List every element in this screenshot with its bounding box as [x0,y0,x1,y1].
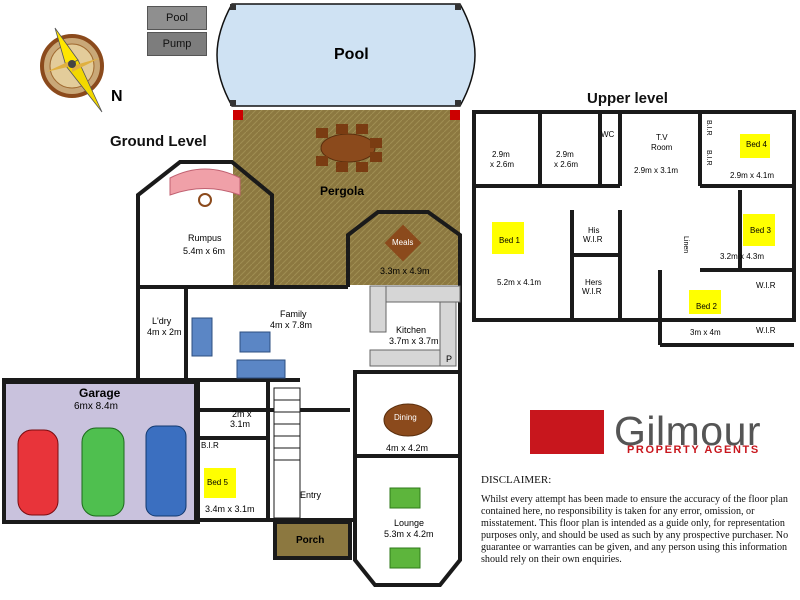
compass-north-label: N [111,88,123,105]
tv-room-name-line2: Room [651,143,673,152]
pump-equipment-box: Pump [147,32,207,56]
disclaimer-title: DISCLAIMER: [481,474,552,486]
pool-equipment-box: Pool [147,6,207,30]
wir-b-label: W.I.R [756,326,776,335]
garage-name: Garage [79,386,121,400]
compass-rose-icon [40,27,104,113]
bath-size-line1: 2m x [232,409,252,419]
pantry-label: P [446,354,453,364]
kitchen-name: Kitchen [396,325,427,335]
ensuite-size-line1: 2.9m [492,150,510,159]
tv-room-size: 2.9m x 3.1m [634,166,679,175]
ensuite-size-line2: x 2.6m [490,160,515,169]
kitchen-size: 3.7m x 3.7m [389,336,439,346]
bed2-size: 3m x 4m [690,328,721,337]
gilmour-logo-text: Gilmour [614,408,762,454]
bed1-name: Bed 1 [499,236,520,245]
wir-a-label: W.I.R [756,281,776,290]
rumpus-size: 5.4m x 6m [183,246,226,256]
meals-name: Meals [392,238,414,247]
bed1-size: 5.2m x 4.1m [497,278,542,287]
lounge-size: 5.3m x 4.2m [384,529,434,539]
bath2-size-line1: 2.9m [556,150,574,159]
garage-size: 6mx 8.4m [74,401,118,412]
bed3-size: 3.2m x 4.3m [720,252,765,261]
gilmour-tagline: PROPERTY AGENTS [627,444,760,456]
family-name: Family [280,309,307,319]
tv-room-name-line1: T.V [656,133,668,142]
family-size: 4m x 7.8m [270,320,313,330]
dining-table-icon [383,403,433,437]
meals-table-icon [384,224,422,262]
ground-level-title: Ground Level [110,133,207,150]
entry-label: Entry [300,490,322,500]
bath-size-line2: 3.1m [230,419,251,429]
bir-label: B.I.R [201,441,219,450]
meals-size: 3.3m x 4.9m [380,266,430,276]
bed4-name: Bed 4 [746,140,767,149]
rumpus-lounge-icon [169,168,241,207]
laundry-size: 4m x 2m [147,327,182,337]
dining-name: Dining [394,413,417,422]
bed2-name: Bed 2 [696,302,717,311]
linen-label: Linen [682,236,689,254]
porch-floor [277,524,348,556]
car-blue-icon [145,425,187,517]
outdoor-dining-table-icon [316,124,382,172]
bed4-size: 2.9m x 4.1m [730,171,775,180]
pool-label: Pool [334,46,369,63]
ground-stairs [273,387,301,519]
disclaimer-text: Whilst every attempt has been made to en… [481,494,789,565]
gilmour-logo-mark [530,410,604,454]
pergola-label: Pergola [320,184,365,198]
bed5-name: Bed 5 [207,478,228,487]
hers-wir-line2: W.I.R [582,287,602,296]
bir-b-label: B.I.R [705,150,712,166]
bed3-name: Bed 3 [750,226,771,235]
car-red-icon [17,429,59,516]
his-wir-line1: His [588,226,600,235]
lounge-couch-icon [389,487,421,569]
rumpus-name: Rumpus [188,233,222,243]
laundry-name: L'dry [152,316,172,326]
kitchen-bench [369,285,461,367]
bath2-size-line2: x 2.6m [554,160,579,169]
car-green-icon [81,427,125,517]
dining-size: 4m x 4.2m [386,443,429,453]
bir-a-label: B.I.R [705,120,712,136]
bed5-size: 3.4m x 3.1m [205,504,255,514]
upper-level-title: Upper level [587,90,668,107]
porch-label: Porch [296,535,325,546]
wc-label: WC [601,130,615,139]
family-couch-icon [191,317,286,379]
his-wir-line2: W.I.R [583,235,603,244]
lounge-name: Lounge [394,518,425,528]
hers-wir-line1: Hers [585,278,602,287]
upper-floor-walls [472,110,796,347]
